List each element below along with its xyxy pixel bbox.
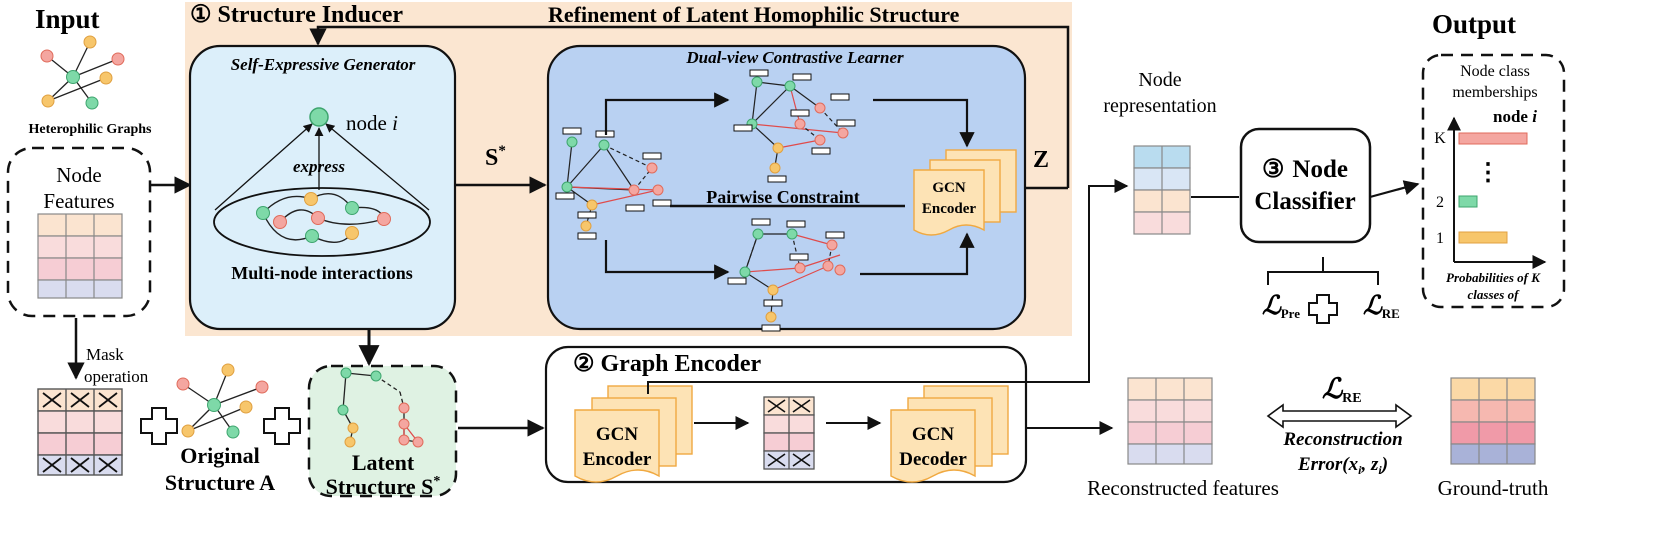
contrastive-input-graph: [555, 127, 672, 240]
plus-icon: [140, 407, 178, 445]
original-structure-label-line1: Original: [180, 443, 259, 468]
multi-node-interactions-label: Multi-node interactions: [231, 263, 413, 283]
svg-text:GCN: GCN: [932, 180, 966, 196]
graph-encoder-title: ② Graph Encoder: [573, 351, 762, 377]
loss-pre-label: ℒPre: [1262, 291, 1300, 321]
svg-text:Encoder: Encoder: [922, 201, 977, 217]
generator-title: Self-Expressive Generator: [231, 55, 416, 74]
membership-node-label: node i: [1493, 107, 1537, 126]
latent-structure-label-line2: Structure S*: [326, 474, 441, 499]
multi-node-interaction-graph: [256, 192, 391, 243]
contrastive-title: Dual-view Contrastive Learner: [685, 48, 904, 67]
class-k-label: K: [1434, 130, 1446, 147]
interaction-ellipse: [213, 187, 431, 257]
membership-label-line1: Node class: [1460, 63, 1530, 80]
view1-to-encoder-arrow: [873, 98, 975, 148]
heterophilic-graph-icon: [40, 35, 125, 110]
express-label: express: [293, 157, 345, 176]
graph-encoder-gcn-decoder: GCN Decoder: [890, 385, 1009, 483]
s-star-label: S*: [485, 143, 506, 171]
probabilities-label-line1: Probabilities of K: [1446, 270, 1541, 285]
reconstructed-features-matrix: [1127, 377, 1213, 465]
node-features-label-line2: Features: [43, 189, 114, 213]
view2-to-encoder-arrow: [860, 232, 975, 276]
node-features-matrix: [37, 213, 123, 299]
original-structure-label-line2: Structure A: [165, 470, 275, 495]
class-1-label: 1: [1436, 230, 1444, 247]
node-i-label: node i: [346, 111, 398, 135]
latent-structure-graph: [337, 367, 424, 448]
reconstruction-error-line1: Reconstruction: [1282, 429, 1402, 450]
class-2-label: 2: [1436, 194, 1444, 211]
input-title: Input: [35, 4, 100, 34]
probabilities-label-line2: classes of: [1468, 287, 1521, 302]
loss-brace: [1267, 257, 1379, 285]
view1-arrow: [604, 92, 730, 135]
pairwise-constraint-label: Pairwise Constraint: [706, 187, 859, 207]
mask-label-line2: operation: [84, 367, 149, 386]
output-title: Output: [1432, 9, 1516, 39]
graph-encoder-gcn-encoder: GCN Encoder: [574, 385, 693, 483]
plus-icon: [1308, 294, 1338, 324]
reconstructed-features-label: Reconstructed features: [1087, 476, 1279, 500]
mask-label-line1: Mask: [86, 345, 124, 364]
svg-text:Decoder: Decoder: [899, 449, 967, 470]
z-label: Z: [1033, 147, 1049, 173]
encoder-to-representation-arrow: [647, 179, 1129, 394]
masked-features-matrix: [37, 388, 123, 476]
classifier-to-output-arrow: [1369, 180, 1420, 199]
node-representation-label-line2: representation: [1103, 95, 1216, 117]
latent-structure-box: [307, 364, 458, 498]
svg-text:Encoder: Encoder: [583, 449, 652, 470]
reconstruction-error-line2: Error(xi, zi): [1297, 454, 1388, 477]
node-representation-matrix: [1133, 145, 1191, 235]
svg-text:GCN: GCN: [912, 424, 955, 445]
class-2-bar: [1458, 195, 1478, 208]
encoded-masked-matrix: [763, 396, 815, 470]
node-classifier-label-line2: Classifier: [1254, 188, 1355, 215]
svg-text:GCN: GCN: [596, 424, 639, 445]
refinement-loop-arrow: [309, 25, 1070, 188]
class-1-bar: [1458, 231, 1508, 244]
contrastive-view2-graph: [727, 218, 846, 332]
cone-line: [325, 123, 430, 211]
original-structure-graph: [176, 363, 269, 439]
view2-arrow: [604, 240, 730, 280]
mask-cross-marks: [42, 392, 118, 473]
refinement-title: Refinement of Latent Homophilic Structur…: [548, 2, 960, 27]
ground-truth-label: Ground-truth: [1438, 476, 1549, 500]
class-k-bar: [1458, 132, 1528, 145]
node-representation-label-line1: Node: [1138, 69, 1181, 91]
cone-line: [214, 123, 313, 211]
target-node-icon: [309, 107, 329, 127]
loss-re-top-label: ℒRE: [1322, 374, 1362, 406]
structure-inducer-title: ① Structure Inducer: [190, 2, 403, 28]
heterophilic-graphs-label: Heterophilic Graphs: [28, 122, 152, 137]
plus-icon: [263, 407, 301, 445]
node-features-label-line1: Node: [56, 163, 102, 187]
ground-truth-matrix: [1450, 377, 1536, 465]
contrastive-gcn-encoder: GCN Encoder: [913, 149, 1017, 236]
class-dots: ⋮: [1476, 160, 1500, 186]
node-classifier-box: [1239, 127, 1372, 244]
loss-re-label: ℒRE: [1363, 291, 1400, 321]
latent-structure-label-line1: Latent: [352, 450, 415, 475]
contrastive-view1-graph: [733, 69, 856, 183]
reconstruction-double-arrow: [1266, 403, 1413, 429]
membership-label-line2: memberships: [1452, 84, 1537, 101]
node-features-box: [6, 146, 152, 318]
